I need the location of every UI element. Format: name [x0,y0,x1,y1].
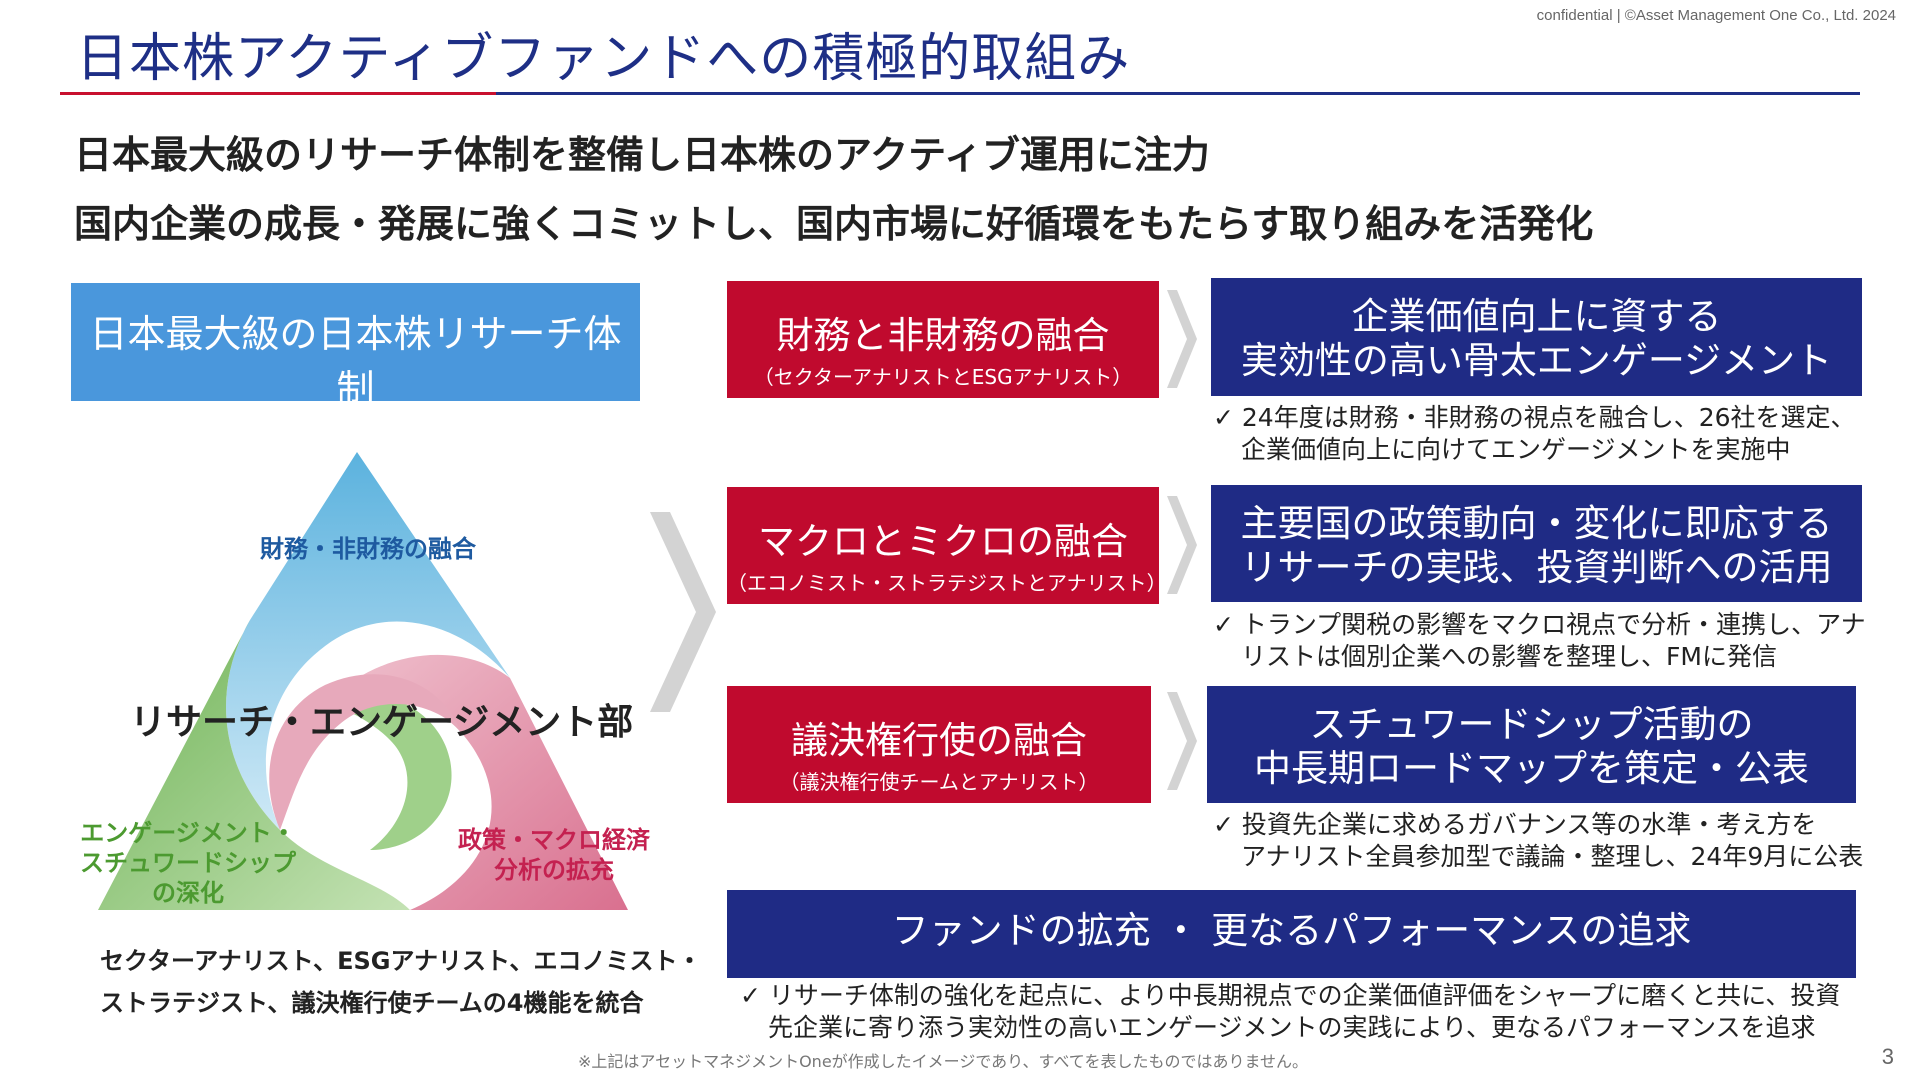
bullet-line: アナリスト全員参加型で議論・整理し、24年9月に公表 [1241,842,1864,871]
triangle-right-segment [330,654,628,910]
outcome-line: 実効性の高い骨太エンゲージメント [1240,338,1833,382]
outcome-line: 中長期ロードマップを策定・公表 [1254,746,1809,790]
triangle-label-center: リサーチ・エンゲージメント部 [130,702,634,743]
outcome-bullet-policy: ✓ トランプ関税の影響をマクロ視点で分析・連携し、アナ リストは個別企業への影響… [1213,609,1866,673]
fusion-title: マクロとミクロの融合 [758,520,1128,563]
triangle-left-segment [98,620,410,910]
outcome-box-stewardship: スチュワードシップ活動の 中長期ロードマップを策定・公表 [1207,686,1856,803]
triangle-label-right: 政策・マクロ経済 分析の拡充 [458,825,650,885]
fusion-title: 財務と非財務の融合 [776,314,1110,357]
chevron-right-icon [1167,496,1197,594]
title-rule-navy [496,92,1860,95]
page-title: 日本株アクティブファンドへの積極的取組み [76,29,1131,89]
subheading-2: 国内企業の成長・発展に強くコミットし、国内市場に好循環をもたらす取り組みを活発化 [74,202,1594,246]
fusion-subtitle: （議決権行使チームとアナリスト） [779,770,1099,794]
outcome-line: 主要国の政策動向・変化に即応する [1240,502,1833,545]
fund-bullet: ✓ リサーチ体制の強化を起点に、より中長期視点での企業価値評価をシャープに磨くと… [740,980,1840,1044]
fusion-subtitle: （セクターアナリストとESGアナリスト） [753,365,1133,389]
confidential-notice: confidential | ©Asset Management One Co.… [1536,7,1896,24]
bullet-line: リストは個別企業への影響を整理し、FMに発信 [1241,642,1777,671]
caption-line: ストラテジスト、議決権行使チームの4機能を統合 [100,989,644,1017]
fusion-box-financial: 財務と非財務の融合 （セクターアナリストとESGアナリスト） [727,281,1159,398]
research-title: 日本最大級の日本株リサーチ体制 [89,312,622,411]
research-subtitle: （2024年4月発足） [251,422,460,447]
footnote: ※上記はアセットマネジメントOneが作成したイメージであり、すべてを表したもので… [578,1052,1308,1071]
chevron-right-icon [1167,290,1197,388]
bullet-line: 企業価値向上に向けてエンゲージメントを実施中 [1241,435,1791,464]
integration-caption: セクターアナリスト、ESGアナリスト、エコノミスト・ ストラテジスト、議決権行使… [100,940,702,1024]
triangle-top-segment [226,452,510,830]
bullet-line: ✓ 投資先企業に求めるガバナンス等の水準・考え方を [1213,810,1817,839]
triangle-label-left-line: エンゲージメント・ [80,819,296,847]
triangle-label-right-line: 分析の拡充 [494,856,614,884]
outcome-line: スチュワードシップ活動の [1309,703,1754,746]
fusion-subtitle: （エコノミスト・ストラテジストとアナリスト） [727,571,1167,595]
triangle-label-left-line: スチュワードシップ [80,849,296,877]
bullet-line: 先企業に寄り添う実効性の高いエンゲージメントの実践により、更なるパフォーマンスを… [768,1013,1816,1042]
research-structure-box: 日本最大級の日本株リサーチ体制 （2024年4月発足） [71,283,640,447]
fusion-box-macro-micro: マクロとミクロの融合 （エコノミスト・ストラテジストとアナリスト） [727,487,1167,604]
triangle-label-top: 財務・非財務の融合 [260,535,476,563]
bullet-line: ✓ リサーチ体制の強化を起点に、より中長期視点での企業価値評価をシャープに磨くと… [740,981,1841,1010]
outcome-line: リサーチの実践、投資判断への活用 [1240,545,1833,589]
swirl-core [330,693,452,850]
fund-expansion-box: ファンドの拡充 ・ 更なるパフォーマンスの追求 [727,890,1856,978]
fusion-box-voting: 議決権行使の融合 （議決権行使チームとアナリスト） [727,686,1151,803]
swirl-pink-arc [269,674,460,830]
fusion-title: 議決権行使の融合 [791,719,1087,762]
large-chevron-arrow-icon [650,512,716,712]
chevron-right-icon [1167,692,1197,790]
outcome-bullet-engagement: ✓ 24年度は財務・非財務の視点を融合し、26社を選定、 企業価値向上に向けてエ… [1213,402,1856,466]
outcome-box-engagement: 企業価値向上に資する 実効性の高い骨太エンゲージメント [1211,278,1862,396]
triangle-label-right-line: 政策・マクロ経済 [458,826,650,854]
outcome-box-policy: 主要国の政策動向・変化に即応する リサーチの実践、投資判断への活用 [1211,485,1862,602]
bullet-line: ✓ 24年度は財務・非財務の視点を融合し、26社を選定、 [1213,403,1856,432]
triangle-swirl-graphic [98,452,628,910]
outcome-line: 企業価値向上に資する [1351,295,1722,338]
bullet-line: ✓ トランプ関税の影響をマクロ視点で分析・連携し、アナ [1213,610,1866,639]
triangle-label-left: エンゲージメント・ スチュワードシップ の深化 [80,818,296,908]
page-number: 3 [1881,1044,1894,1069]
caption-line: セクターアナリスト、ESGアナリスト、エコノミスト・ [100,947,702,975]
subheading-1: 日本最大級のリサーチ体制を整備し日本株のアクティブ運用に注力 [74,133,1210,177]
triangle-label-left-line: の深化 [152,879,224,907]
title-rule-red [60,92,496,95]
outcome-bullet-stewardship: ✓ 投資先企業に求めるガバナンス等の水準・考え方を アナリスト全員参加型で議論・… [1213,809,1863,873]
